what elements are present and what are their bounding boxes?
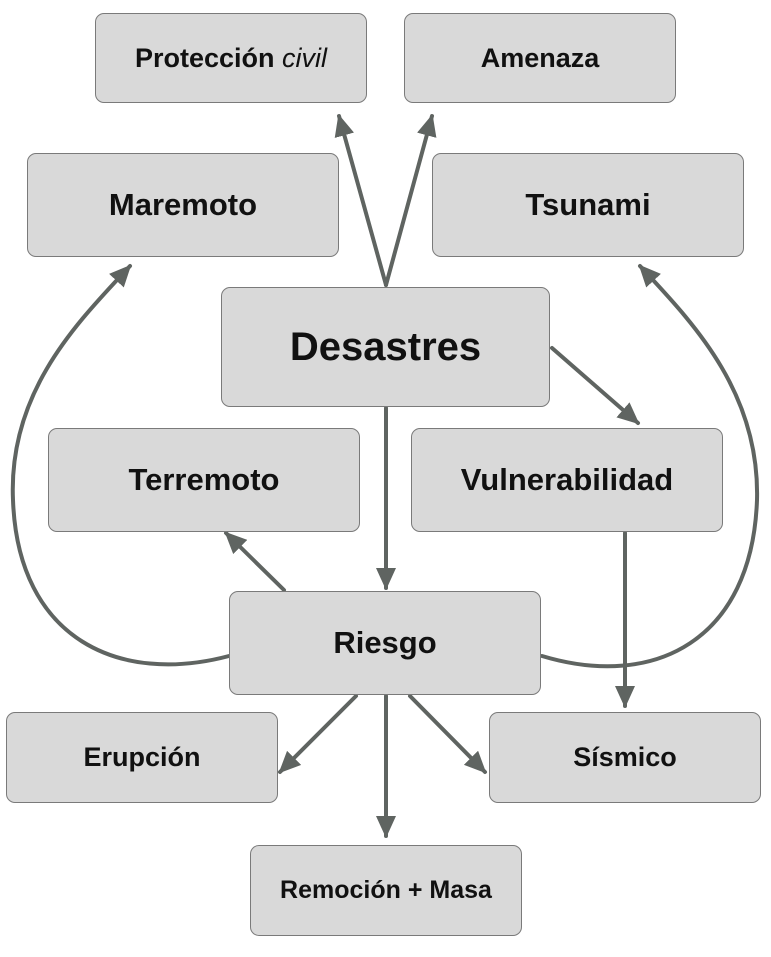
node-remocion-masa: Remoción + Masa [250, 845, 522, 936]
arrow-desastres-to-amenaza [384, 114, 437, 287]
node-vulnerabilidad: Vulnerabilidad [411, 428, 723, 532]
node-tsunami-label: Tsunami [525, 187, 651, 222]
arrow-riesgo-to-sismico [408, 694, 487, 774]
arrow-riesgo-to-maremoto [10, 264, 231, 667]
node-tsunami: Tsunami [432, 153, 744, 257]
node-erupcion: Erupción [6, 712, 278, 803]
node-erupcion-label: Erupción [83, 742, 201, 772]
arrow-riesgo-to-terremoto [224, 531, 286, 592]
node-amenaza: Amenaza [404, 13, 676, 103]
node-maremoto-label: Maremoto [108, 187, 258, 222]
node-desastres-label: Desastres [289, 324, 482, 369]
node-remocion-masa-label: Remoción + Masa [280, 876, 492, 904]
node-terremoto: Terremoto [48, 428, 360, 532]
node-sismico: Sísmico [489, 712, 761, 803]
node-maremoto: Maremoto [27, 153, 339, 257]
node-sismico-label: Sísmico [573, 742, 677, 772]
node-terremoto-label: Terremoto [128, 462, 280, 497]
arrow-riesgo-to-erupcion [278, 694, 358, 774]
node-desastres: Desastres [221, 287, 550, 407]
node-proteccion-civil-label-italic: civil [282, 42, 328, 73]
node-riesgo: Riesgo [229, 591, 541, 695]
arrow-desastres-to-vulnerabilidad [550, 346, 640, 425]
node-amenaza-label: Amenaza [480, 42, 600, 73]
arrow-desastres-to-proteccion-civil [334, 114, 388, 287]
node-vulnerabilidad-label: Vulnerabilidad [460, 462, 674, 497]
node-proteccion-civil-label: Protección [134, 42, 275, 73]
node-riesgo-label: Riesgo [333, 625, 437, 660]
arrow-riesgo-to-tsunami [540, 264, 760, 669]
node-proteccion-civil: Protección civil [95, 13, 367, 103]
